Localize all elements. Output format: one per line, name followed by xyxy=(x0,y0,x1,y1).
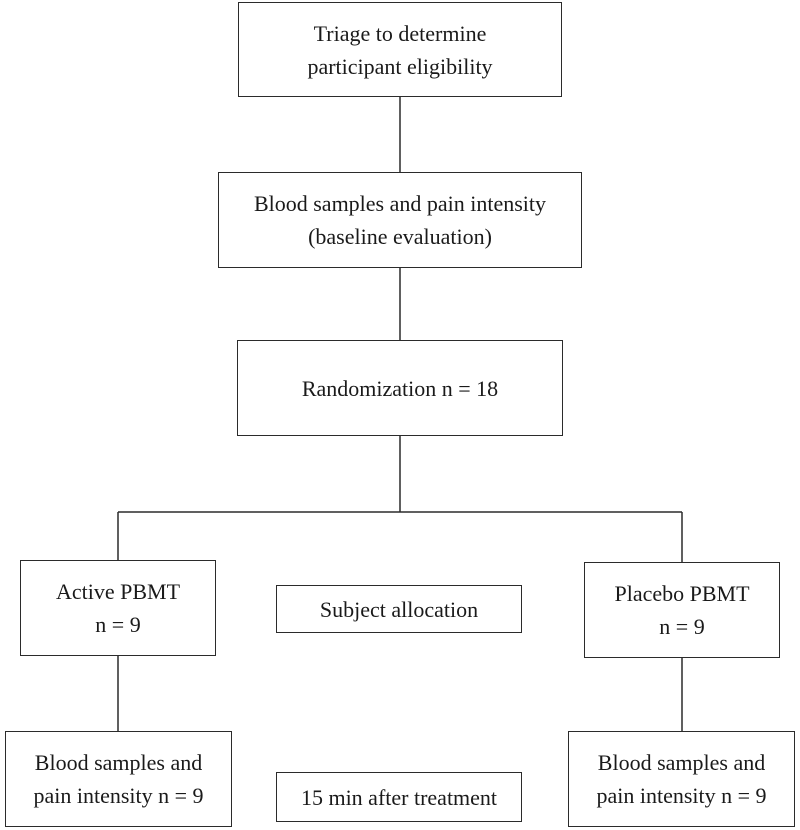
placebo-pbmt-count: n = 9 xyxy=(659,614,705,639)
placebo-pbmt-box: Placebo PBMT n = 9 xyxy=(584,562,780,658)
randomization-label: Randomization n = 18 xyxy=(301,375,499,401)
active-followup-line-2: pain intensity n = 9 xyxy=(33,783,204,808)
placebo-followup-line-1: Blood samples and xyxy=(597,750,766,775)
triage-box: Triage to determine participant eligibil… xyxy=(238,2,562,97)
randomization-box: Randomization n = 18 xyxy=(237,340,563,436)
active-pbmt-box: Active PBMT n = 9 xyxy=(20,560,216,656)
baseline-box: Blood samples and pain intensity (baseli… xyxy=(218,172,582,268)
timing-box: 15 min after treatment xyxy=(276,772,522,822)
active-followup-box: Blood samples and pain intensity n = 9 xyxy=(5,731,232,827)
placebo-pbmt-label: Placebo PBMT xyxy=(614,581,750,606)
triage-line-1: Triage to determine xyxy=(313,20,487,46)
placebo-followup-box: Blood samples and pain intensity n = 9 xyxy=(568,731,795,827)
baseline-line-1: Blood samples and pain intensity xyxy=(253,191,547,216)
timing-label: 15 min after treatment xyxy=(300,784,498,810)
active-pbmt-label: Active PBMT xyxy=(55,579,181,604)
triage-line-2: participant eligibility xyxy=(307,53,493,79)
placebo-followup-line-2: pain intensity n = 9 xyxy=(596,783,767,808)
active-followup-line-1: Blood samples and xyxy=(34,750,203,775)
subject-allocation-label: Subject allocation xyxy=(319,596,479,622)
baseline-line-2: (baseline evaluation) xyxy=(308,224,492,249)
subject-allocation-box: Subject allocation xyxy=(276,585,522,633)
active-pbmt-count: n = 9 xyxy=(95,612,141,637)
